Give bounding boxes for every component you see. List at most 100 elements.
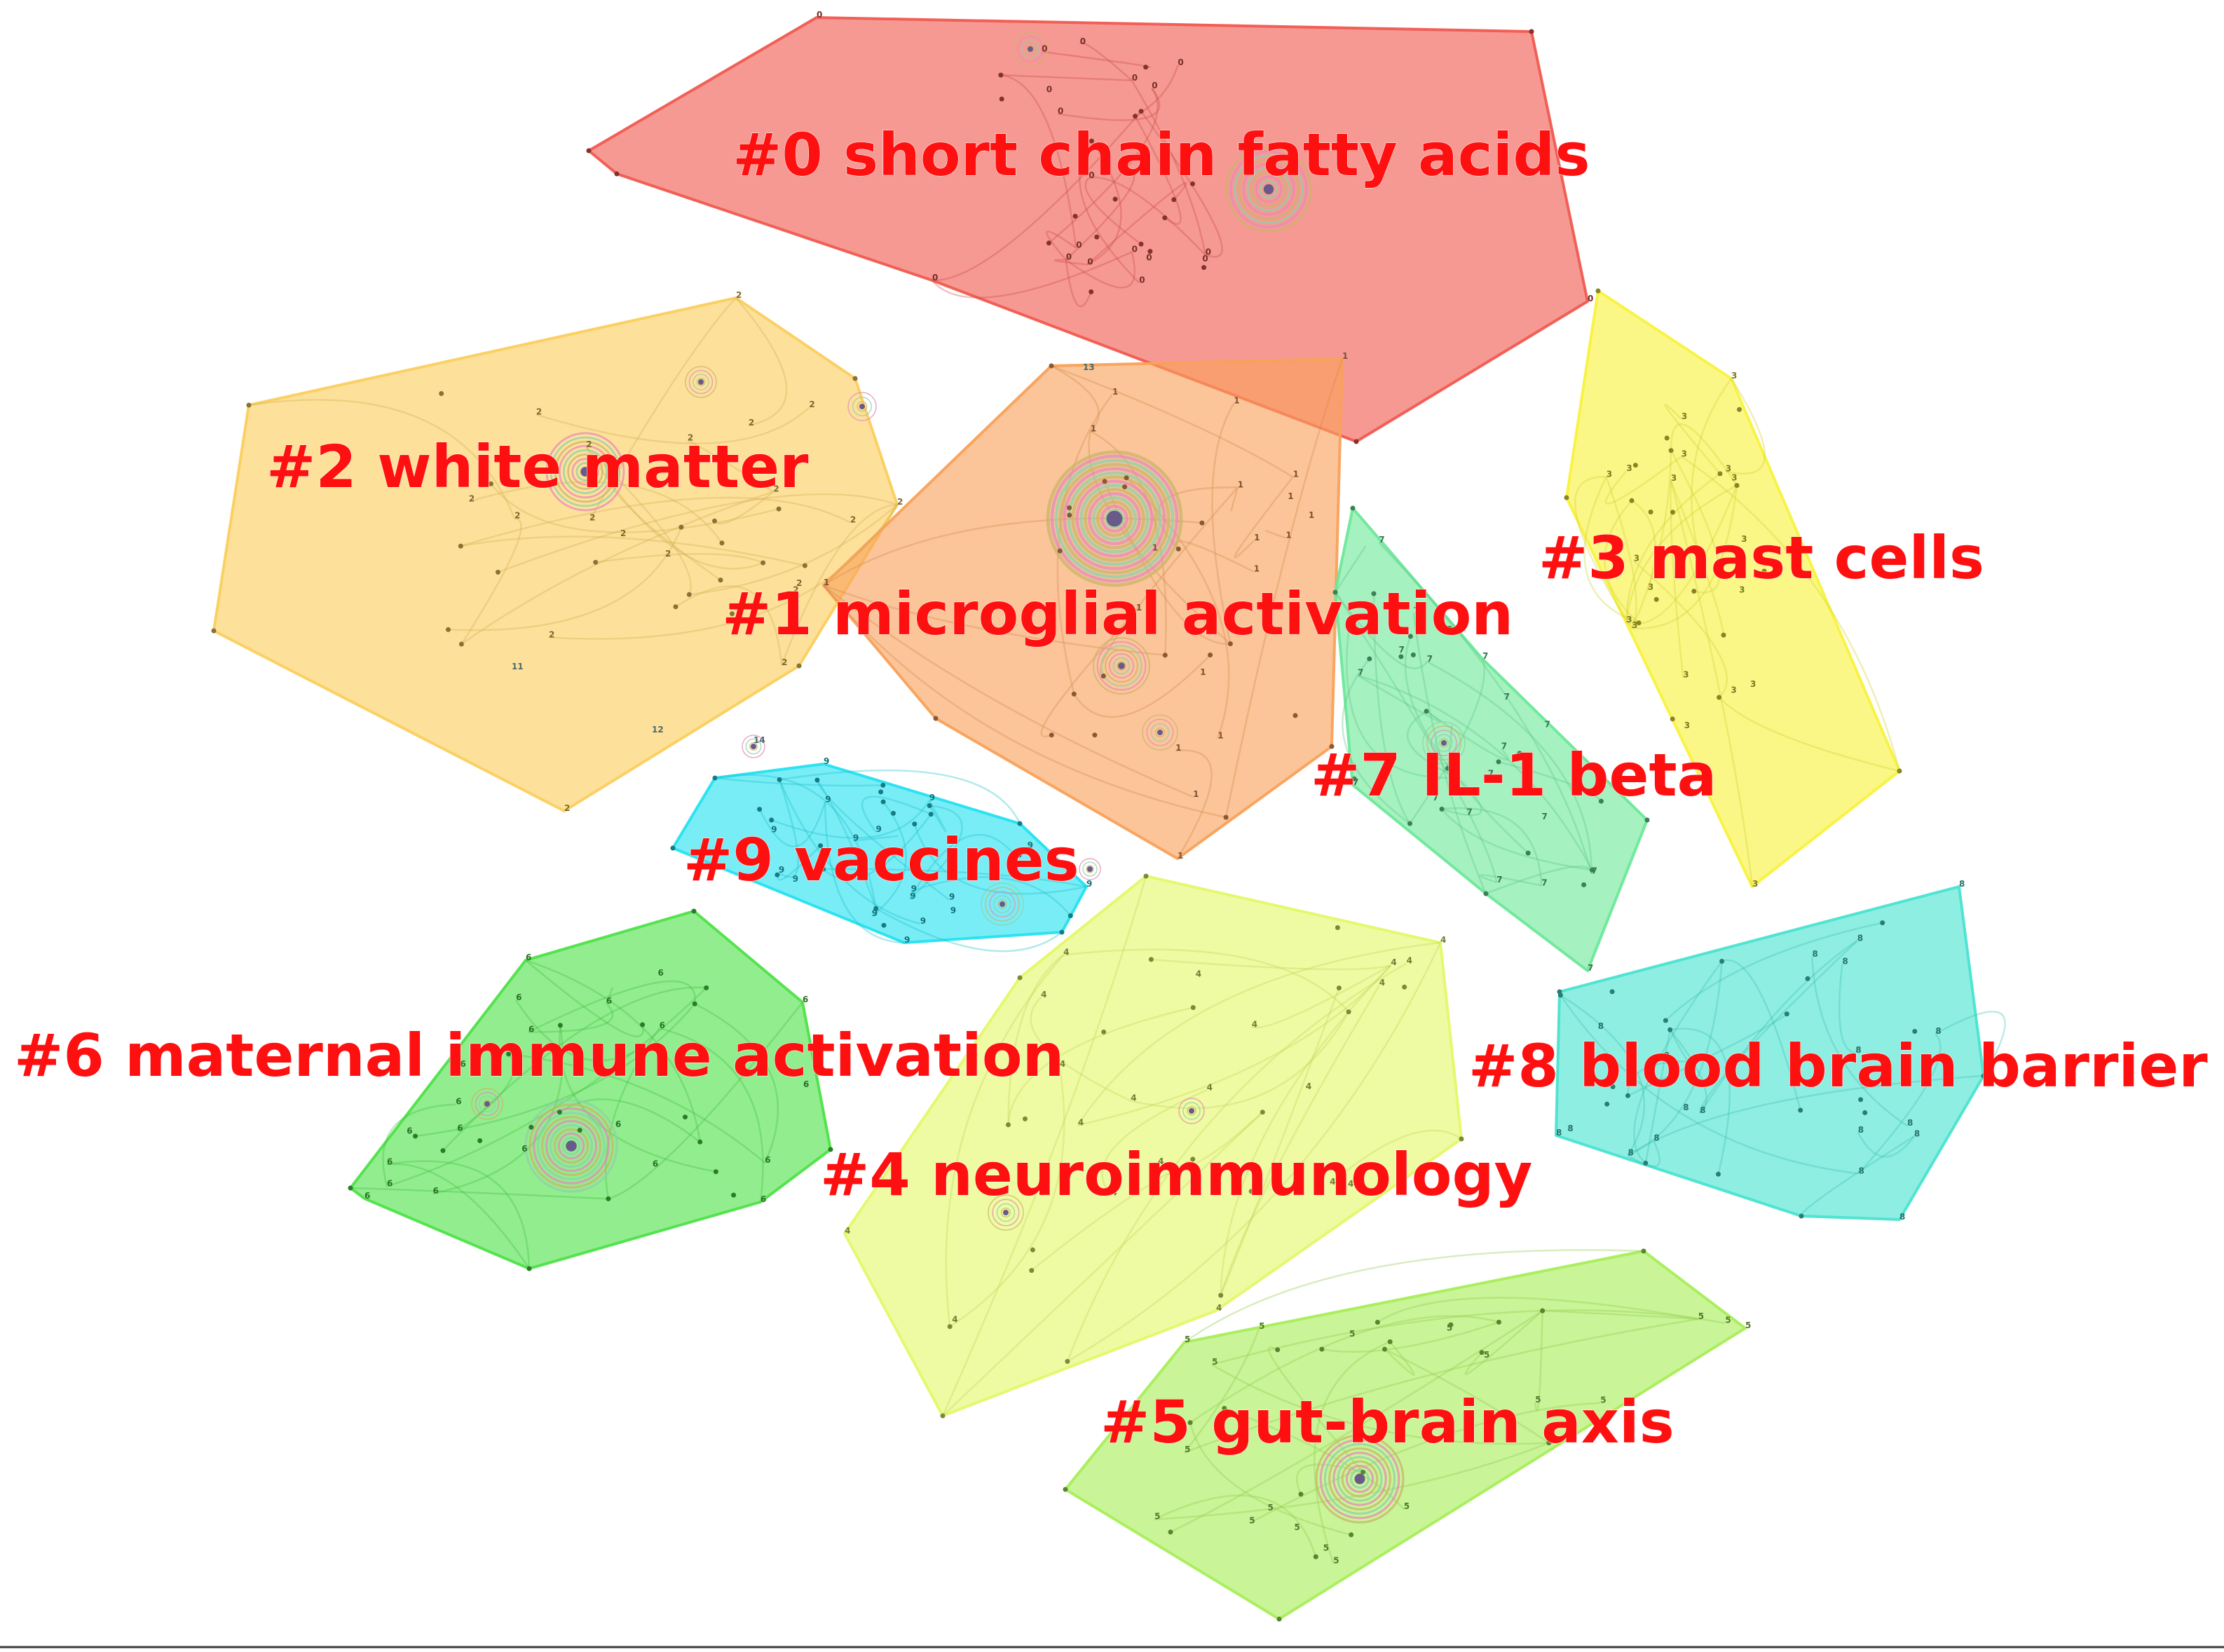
node-number: 2	[773, 484, 779, 493]
link-curve	[1627, 961, 1723, 1156]
node-number: 5	[1484, 1350, 1489, 1360]
hub-node-ring	[988, 1194, 1024, 1231]
node-dot	[1590, 867, 1595, 873]
hub-node-ring	[997, 899, 1007, 909]
node-dot	[593, 559, 599, 565]
node-dot	[1761, 568, 1767, 574]
hub-node-ring	[1105, 649, 1138, 683]
link-curve	[585, 446, 764, 570]
node-number: 2	[850, 515, 856, 525]
node-dot	[1525, 850, 1531, 856]
node-number: 8	[1855, 1045, 1861, 1055]
link-curve	[1134, 116, 1182, 225]
node-number: 4	[1407, 956, 1412, 966]
node-number: 4	[1348, 1179, 1353, 1189]
link-curve	[822, 813, 932, 880]
hub-node-ring	[1100, 645, 1142, 687]
node-dot	[1717, 695, 1722, 700]
link-curve	[1220, 985, 1380, 1296]
node-dot	[873, 906, 879, 911]
node-dot	[458, 641, 464, 647]
link-curve	[1048, 88, 1159, 244]
node-dot	[704, 985, 709, 990]
link-curve	[248, 399, 516, 519]
hub-node-ring	[475, 1091, 500, 1117]
link-curve	[490, 483, 779, 533]
node-dot	[1448, 1322, 1454, 1327]
node-dot	[1148, 957, 1154, 962]
node-number: 7	[1504, 692, 1510, 702]
node-number: 0	[1139, 275, 1145, 285]
node-dot	[1663, 1018, 1668, 1023]
link-curve	[1313, 1341, 1391, 1564]
node-number: 2	[796, 578, 802, 588]
node-number: 8	[1858, 1125, 1864, 1135]
link-curve	[1664, 403, 1721, 475]
node-dot	[1298, 1491, 1304, 1497]
hub-node-ring	[1050, 454, 1179, 583]
node-number: 9	[910, 891, 915, 901]
node-dot	[1329, 744, 1335, 749]
node-dot	[1292, 713, 1298, 718]
link-curve	[528, 980, 696, 1033]
hub-node-ring	[1435, 734, 1453, 752]
node-dot	[1023, 1116, 1028, 1121]
hub-node-ring	[1000, 1207, 1011, 1218]
link-curve	[1267, 1346, 1364, 1473]
cluster-label-5: #5 gut-brain axis	[1100, 1388, 1674, 1456]
node-number: 3	[1632, 620, 1637, 630]
link-curve	[1067, 942, 1442, 1363]
link-curve	[350, 1187, 608, 1200]
node-number: 0	[932, 273, 938, 282]
node-dot	[1595, 288, 1601, 294]
node-number: 5	[1600, 1395, 1606, 1405]
node-dot	[1604, 1101, 1610, 1107]
link-curve	[382, 1103, 456, 1187]
link-curve	[1140, 111, 1223, 258]
link-curve	[1065, 167, 1135, 261]
link-curve	[1631, 500, 1656, 590]
node-dot	[880, 799, 886, 805]
hub-node-ring	[545, 1119, 598, 1173]
node-number: 0	[1202, 254, 1208, 264]
link-curve	[1574, 476, 1633, 629]
node-dot	[713, 1169, 718, 1175]
node-number: 9	[877, 858, 882, 868]
cluster-hulls	[212, 16, 1985, 1620]
node-dot	[1006, 1122, 1011, 1128]
hub-node-ring	[993, 895, 1011, 913]
node-dot	[1667, 1027, 1673, 1032]
node-dot	[1049, 732, 1054, 738]
link-curve	[1583, 476, 1639, 624]
cluster-hull-0	[587, 16, 1589, 443]
node-dot	[1017, 975, 1023, 981]
link-curve	[758, 802, 826, 847]
cluster-hull-5	[1064, 1250, 1747, 1620]
node-number: 5	[1268, 1503, 1274, 1513]
node-dot	[1350, 505, 1356, 511]
node-number: 5	[1323, 1543, 1329, 1553]
node-dot	[440, 1148, 446, 1154]
link-curve	[778, 779, 799, 878]
node-number: 13	[1083, 362, 1095, 372]
link-curve	[1063, 948, 1350, 1013]
node-number: 3	[1634, 553, 1639, 563]
hub-node-ring	[1337, 1456, 1383, 1502]
link-curve	[1464, 1310, 1543, 1375]
hub-node-ring	[528, 1103, 614, 1189]
node-dot	[1636, 620, 1642, 626]
cluster-hull-8	[1555, 885, 1985, 1221]
node-dot	[1912, 1029, 1918, 1034]
hub-node-core	[1087, 866, 1093, 872]
hub-node-ring	[558, 444, 613, 499]
node-dot	[1143, 64, 1149, 70]
node-number: 8	[1857, 933, 1863, 943]
node-number: 7	[1353, 777, 1358, 787]
link-curve	[559, 1025, 716, 1173]
hub-node-ring	[1079, 484, 1149, 554]
node-dot	[1648, 510, 1653, 514]
cluster-hull-2	[212, 296, 899, 812]
hub-node-ring	[1255, 175, 1283, 203]
hub-node-ring	[575, 462, 595, 482]
node-number: 2	[809, 400, 814, 409]
